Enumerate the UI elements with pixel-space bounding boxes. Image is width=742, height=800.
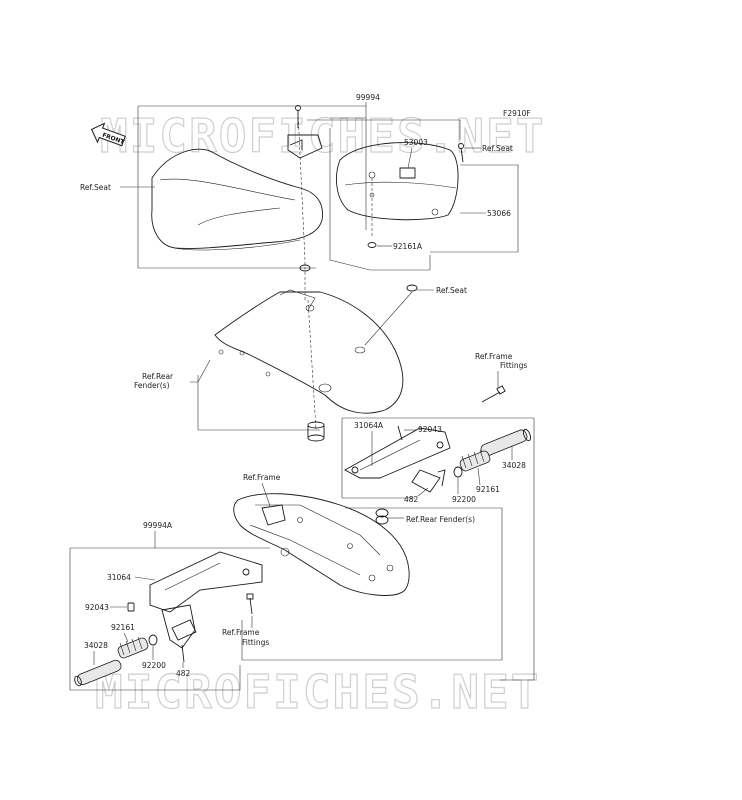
seat-group-box [137, 105, 367, 269]
part-31064A-label: 31064A [354, 421, 384, 430]
seat-group-box-right [307, 119, 461, 271]
left-rubber-92161 [117, 636, 149, 659]
part-92161-right-label: 92161 [476, 485, 500, 494]
center-axis-line [297, 111, 317, 431]
damper-cylinder [307, 421, 325, 442]
seat-bracket [287, 105, 323, 159]
part-34028-right-label: 34028 [502, 461, 526, 470]
part-99994A-label: 99994A [143, 521, 173, 530]
ref-rear-fender-label-2: Fender(s) [134, 381, 170, 390]
ref-seat-mid-label: Ref.Seat [436, 286, 467, 295]
frame-bushing [375, 508, 389, 525]
ref-frame-fittings-bot-label-2: Fittings [242, 638, 269, 647]
washer-top [299, 264, 311, 272]
ref-rear-fender-s-label: Ref.Rear Fender(s) [406, 515, 475, 524]
part-99994-label: 99994 [356, 93, 380, 102]
left-footrest-bracket [149, 551, 263, 649]
part-34028-left-label: 34028 [84, 641, 108, 650]
ref-rear-fender-label-1: Ref.Rear [142, 372, 174, 381]
right-rubber-92161 [459, 449, 491, 472]
washer-mid [406, 284, 418, 292]
seat-53066-box [430, 164, 519, 253]
part-92161-left-label: 92161 [111, 623, 135, 632]
main-seat [151, 148, 323, 251]
figure-code: F2910F [503, 109, 531, 118]
right-footrest-bracket [344, 427, 451, 493]
frame-box [241, 507, 503, 661]
part-92161A-label: 92161A [393, 242, 423, 251]
part-92200-left-label: 92200 [142, 661, 166, 670]
ref-rear-fender-box [190, 359, 320, 431]
washer-92161A [367, 242, 377, 248]
part-482-right-label: 482 [404, 495, 419, 504]
right-pin-92043 [397, 425, 403, 441]
right-washer-92200 [453, 466, 463, 478]
left-washer-92200 [148, 634, 158, 646]
seat-bolt [458, 143, 464, 163]
ref-frame-fittings-top-label-2: Fittings [500, 361, 527, 370]
part-31064-label: 31064 [107, 573, 131, 582]
part-92200-right-label: 92200 [452, 495, 476, 504]
part-53066-label: 53066 [487, 209, 511, 218]
ref-frame-fittings-top-label-1: Ref.Frame [475, 352, 513, 361]
sub-frame [233, 493, 410, 596]
frame-bolt-top [481, 385, 506, 403]
watermark-top: MICROFICHES.NET [100, 109, 545, 163]
rear-fender [214, 289, 404, 414]
part-482-left-label: 482 [176, 669, 191, 678]
left-bolt [246, 593, 254, 615]
part-92043-right-label: 92043 [418, 425, 442, 434]
left-grip-34028 [74, 659, 122, 687]
watermark-bottom: MICROFICHES.NET [95, 665, 540, 719]
ref-frame-label: Ref.Frame [243, 473, 281, 482]
ref-seat-left-label: Ref.Seat [80, 183, 111, 192]
left-pin-482 [181, 644, 185, 663]
ref-seat-top-label: Ref.Seat [482, 144, 513, 153]
part-92043-left-label: 92043 [85, 603, 109, 612]
right-footrest-box [341, 417, 535, 681]
part-53003-label: 53003 [404, 138, 428, 147]
left-footrest-box [69, 547, 270, 691]
ref-frame-fittings-bot-label-1: Ref.Frame [222, 628, 260, 637]
left-pin-92043 [127, 602, 135, 612]
